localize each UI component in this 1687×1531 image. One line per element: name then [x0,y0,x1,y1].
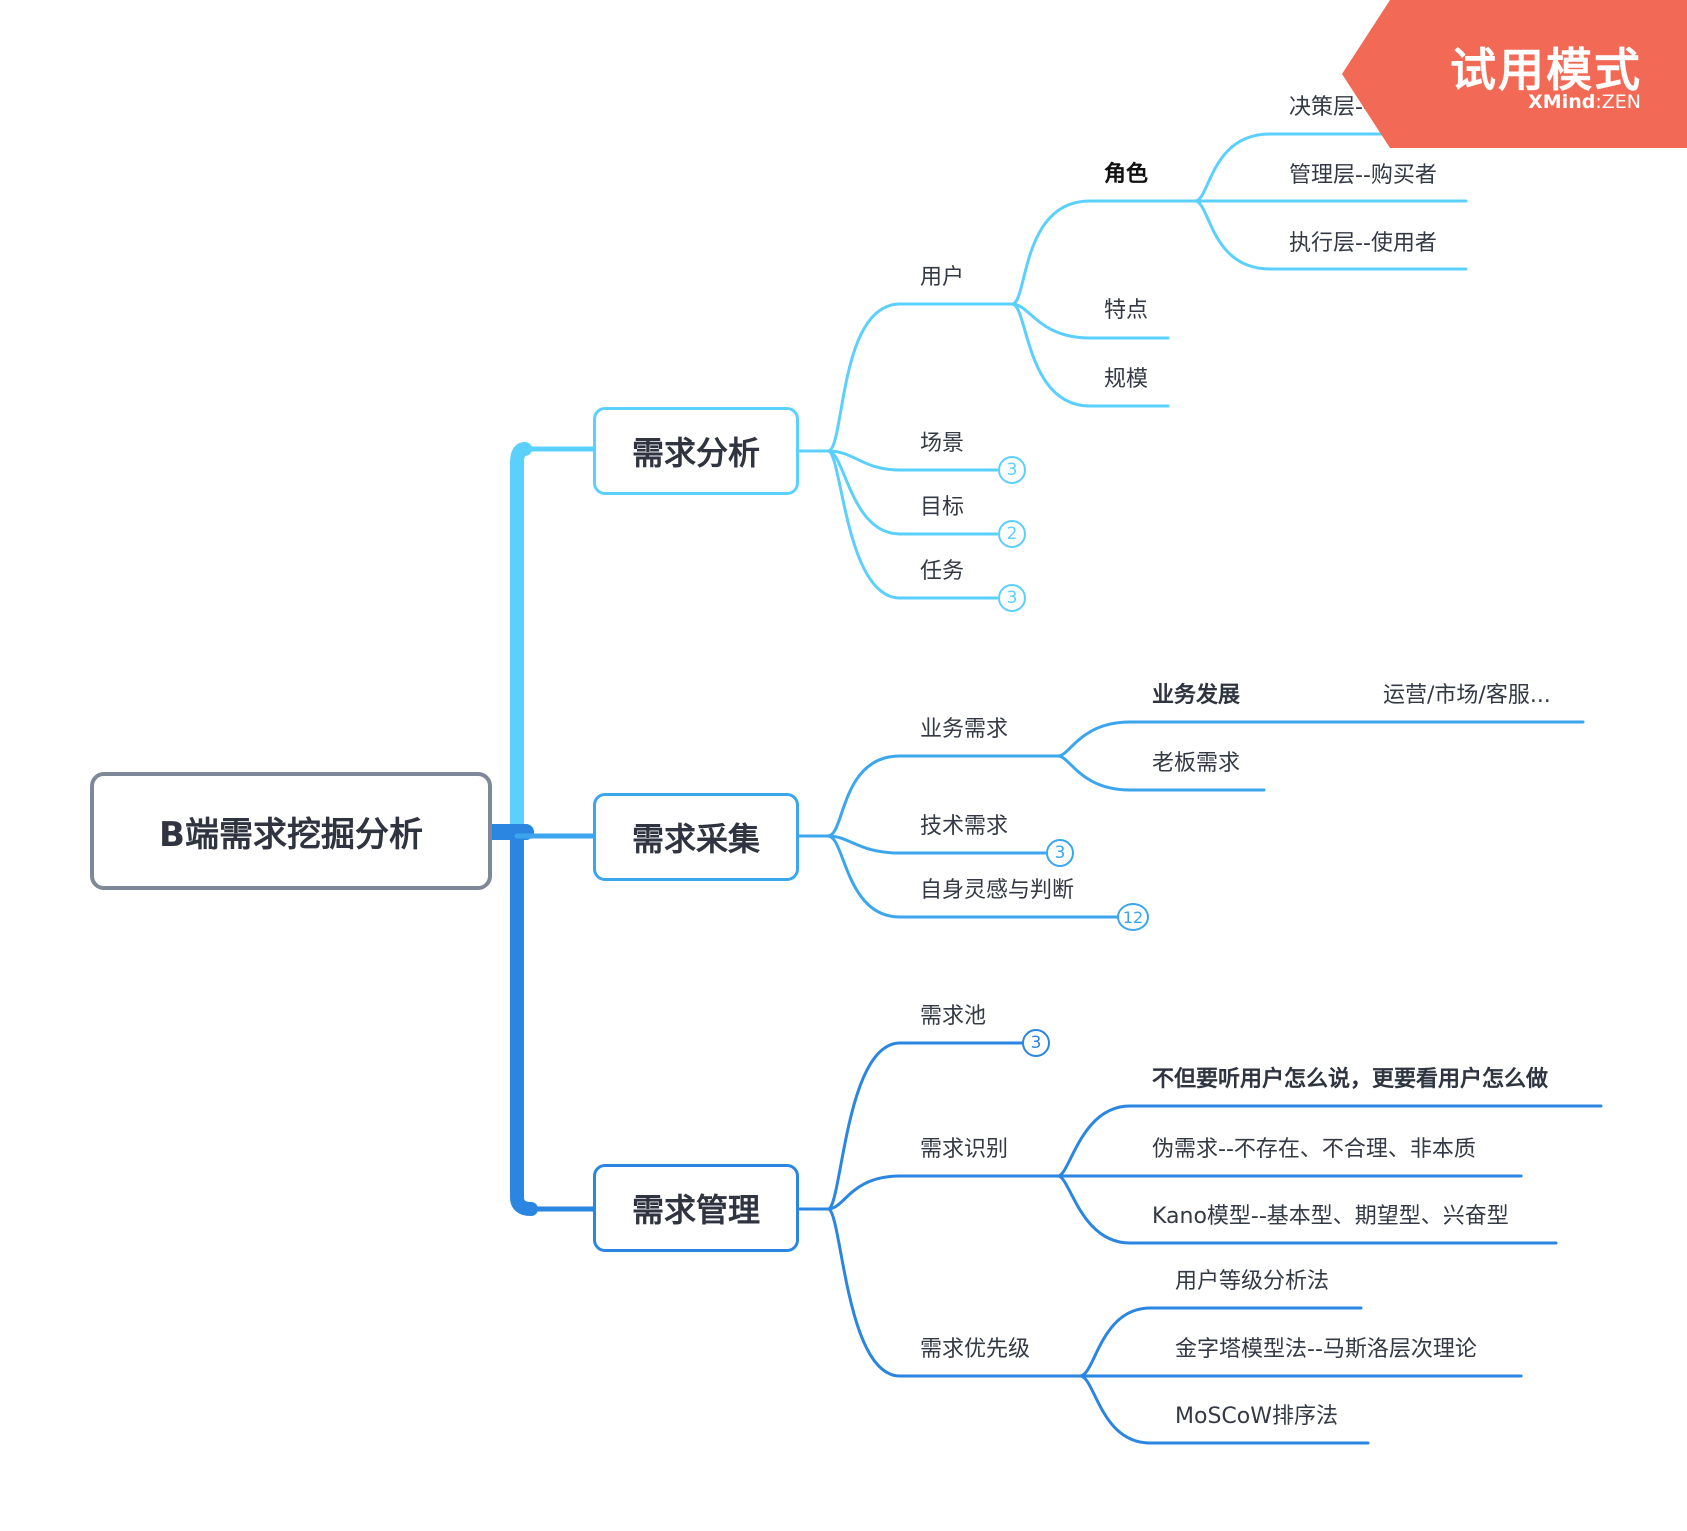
collapsed-count-badge[interactable]: 12 [1117,903,1149,931]
topic-demand-analysis[interactable]: 需求分析 [593,407,799,495]
role-management-layer[interactable]: 管理层--购买者 [1289,163,1437,188]
priority-item-moscow[interactable]: MoSCoW排序法 [1175,1404,1338,1429]
subtopic-ops-market-service[interactable]: 运营/市场/客服... [1383,683,1551,708]
xmind-zen-logo: XMind:ZEN [1528,91,1641,113]
subtopic-business-growth[interactable]: 业务发展 [1152,683,1241,708]
trial-mode-title: 试用模式 [1450,43,1642,97]
subtopic-tech-demand[interactable]: 技术需求 [920,814,1009,839]
priority-item-pyramid-model[interactable]: 金字塔模型法--马斯洛层次理论 [1175,1337,1477,1362]
subtopic-demand-identification[interactable]: 需求识别 [920,1137,1009,1162]
role-execution-layer[interactable]: 执行层--使用者 [1289,231,1437,256]
collapsed-count-badge[interactable]: 3 [1022,1029,1050,1057]
collapsed-count-badge[interactable]: 3 [998,456,1026,484]
subtopic-scene[interactable]: 场景 [920,431,965,456]
collapsed-count-badge[interactable]: 3 [998,584,1026,612]
trial-mode-watermark: 试用模式 XMind:ZEN [1342,0,1687,148]
collapsed-count-badge[interactable]: 2 [998,520,1026,548]
identify-item-listen-and-observe[interactable]: 不但要听用户怎么说，更要看用户怎么做 [1152,1067,1549,1092]
trial-banner-shape [1342,0,1687,148]
identify-item-pseudo-demand[interactable]: 伪需求--不存在、不合理、非本质 [1152,1137,1476,1162]
subtopic-traits[interactable]: 特点 [1104,298,1149,323]
subtopic-demand-pool[interactable]: 需求池 [920,1004,987,1029]
subtopic-goal[interactable]: 目标 [920,495,965,520]
root-topic[interactable]: B端需求挖掘分析 [90,772,492,890]
subtopic-task[interactable]: 任务 [920,559,965,584]
subtopic-scale[interactable]: 规模 [1104,367,1149,392]
topic-demand-collection[interactable]: 需求采集 [593,793,799,881]
subtopic-business-demand[interactable]: 业务需求 [920,717,1009,742]
subtopic-role[interactable]: 角色 [1104,162,1149,187]
priority-item-user-level[interactable]: 用户等级分析法 [1175,1269,1330,1294]
subtopic-boss-demand[interactable]: 老板需求 [1152,751,1241,776]
subtopic-demand-priority[interactable]: 需求优先级 [920,1337,1031,1362]
topic-demand-management[interactable]: 需求管理 [593,1164,799,1252]
identify-item-kano-model[interactable]: Kano模型--基本型、期望型、兴奋型 [1152,1204,1509,1229]
collapsed-count-badge[interactable]: 3 [1046,839,1074,867]
subtopic-user[interactable]: 用户 [920,265,965,290]
subtopic-self-insight[interactable]: 自身灵感与判断 [920,878,1075,903]
